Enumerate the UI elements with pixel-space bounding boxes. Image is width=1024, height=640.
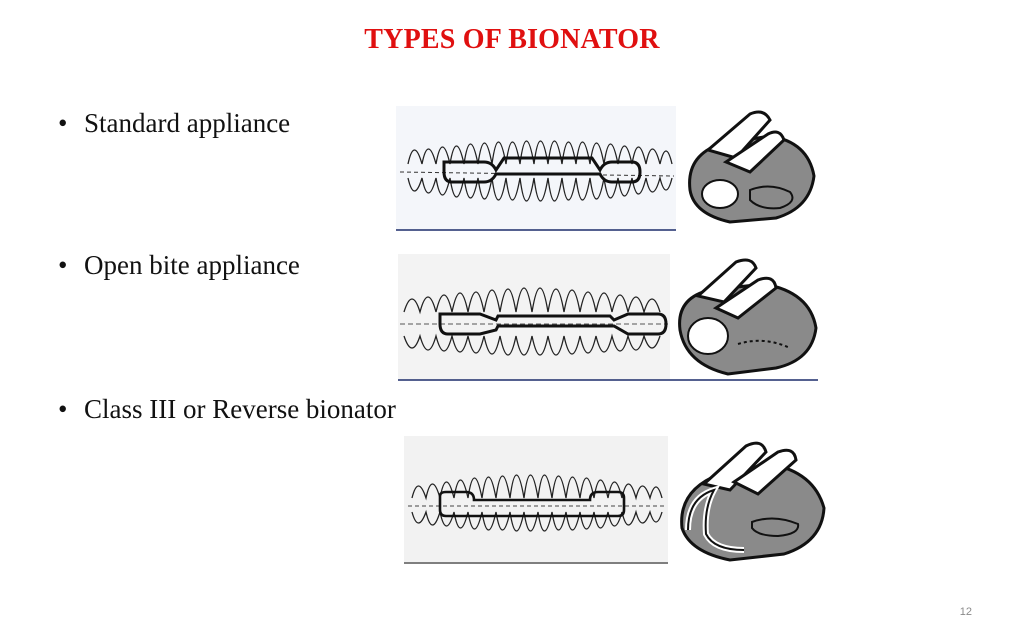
open-bite-appliance-sketch bbox=[678, 258, 818, 376]
bullet-standard-appliance: • Standard appliance bbox=[58, 108, 290, 139]
bullet-marker: • bbox=[58, 394, 68, 424]
bullet-marker: • bbox=[58, 108, 68, 138]
bionator-acrylic-outline bbox=[438, 312, 668, 336]
bullet-label: Open bite appliance bbox=[84, 250, 300, 280]
standard-appliance-figure bbox=[396, 106, 820, 232]
lower-teeth-outline bbox=[407, 175, 673, 202]
bullet-open-bite-appliance: • Open bite appliance bbox=[58, 250, 300, 281]
lower-teeth-outline bbox=[411, 509, 663, 532]
bullet-label: Class III or Reverse bionator bbox=[84, 394, 396, 424]
dental-arch-diagram-background bbox=[396, 106, 676, 230]
bionator-acrylic-outline bbox=[442, 156, 642, 184]
bionator-acrylic-outline bbox=[438, 490, 626, 518]
open-bite-appliance-figure bbox=[398, 254, 822, 382]
reverse-bionator-figure bbox=[404, 436, 834, 566]
bullet-class-iii-reverse-bionator: • Class III or Reverse bionator bbox=[58, 394, 396, 425]
lower-teeth-outline bbox=[403, 333, 661, 356]
bullet-label: Standard appliance bbox=[84, 108, 291, 138]
upper-teeth-outline bbox=[411, 474, 663, 501]
upper-teeth-outline bbox=[403, 287, 661, 315]
page-number: 12 bbox=[959, 606, 972, 618]
upper-teeth-outline bbox=[407, 140, 673, 165]
occlusal-plane-line bbox=[399, 171, 675, 177]
reverse-bionator-sketch bbox=[680, 441, 826, 562]
bullet-marker: • bbox=[58, 250, 68, 280]
slide-title: TYPES OF BIONATOR bbox=[364, 24, 660, 55]
standard-appliance-sketch bbox=[688, 110, 816, 224]
